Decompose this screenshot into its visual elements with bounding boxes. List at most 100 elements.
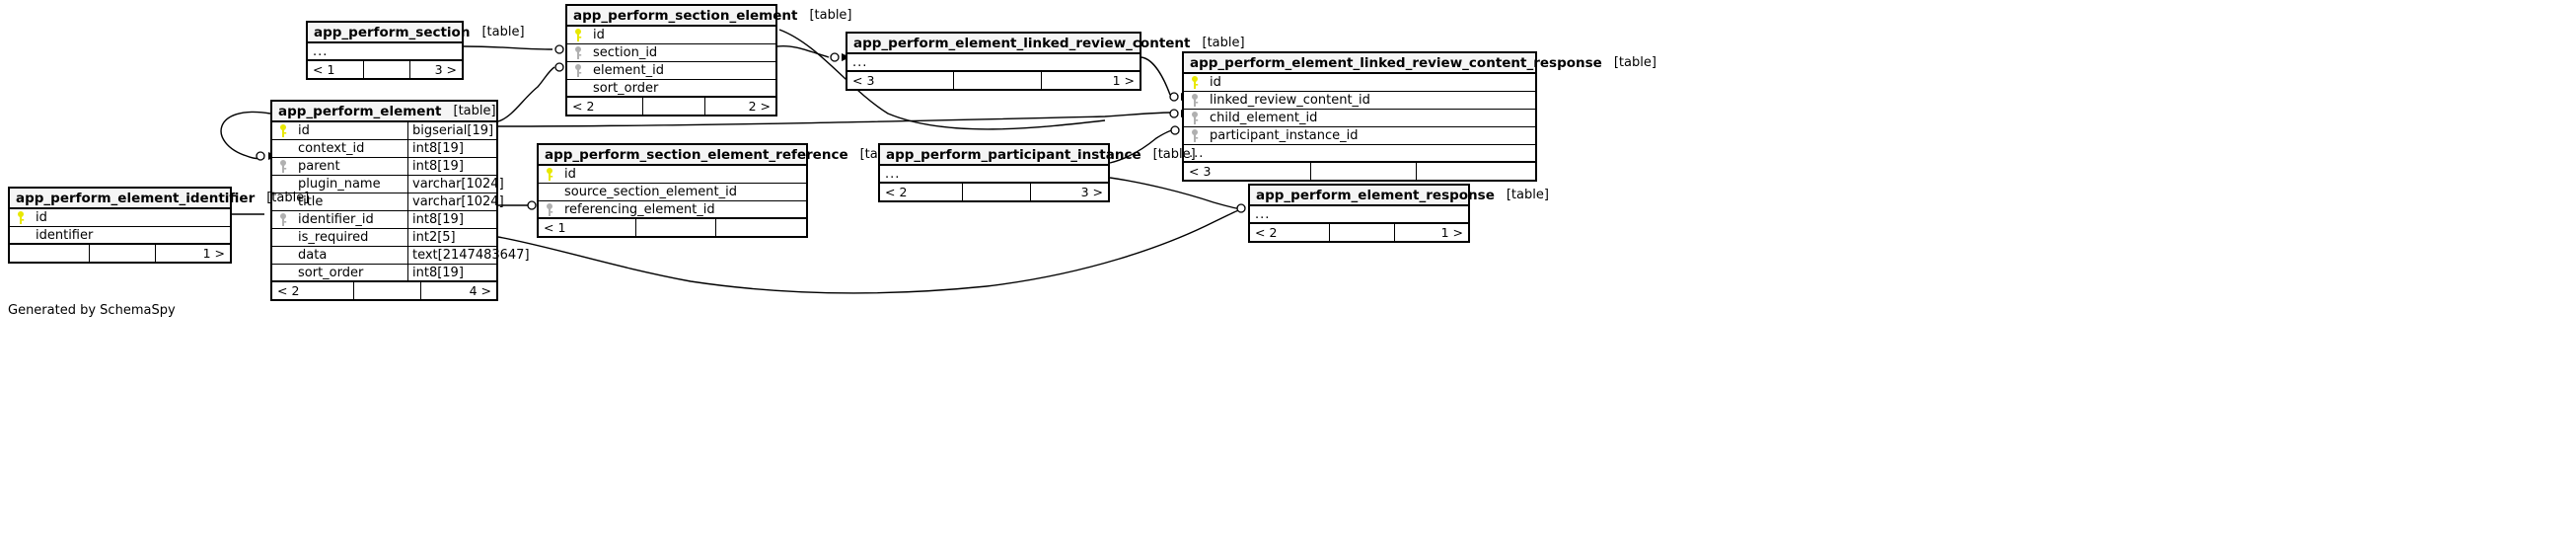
table-type-tag: [table] (1613, 55, 1656, 70)
primary-key-icon (10, 209, 32, 226)
table-name: app_perform_section (314, 24, 471, 40)
table-column-row: ... (1250, 206, 1468, 224)
footer-cell: < 2 (885, 185, 908, 199)
column-name: id (36, 210, 47, 225)
table-name: app_perform_element_linked_review_conten… (1190, 54, 1602, 71)
footer-cell: < 2 (1255, 225, 1278, 240)
column-name: participant_instance_id (1210, 128, 1359, 143)
column-name: element_id (593, 63, 664, 78)
table-app_perform_element_response[interactable]: app_perform_element_response[table]... < … (1248, 184, 1549, 243)
footer-cell: 3 > (409, 61, 462, 78)
footer-cell: 1 > (1041, 72, 1140, 89)
footer-cell (962, 184, 1030, 200)
table-column-row: identifier (10, 227, 230, 245)
table-app_perform_element_linked_review_content_response[interactable]: app_perform_element_linked_review_conten… (1182, 51, 1656, 182)
table-footer: < 3 1 > (847, 72, 1140, 89)
table-app_perform_section[interactable]: app_perform_section [table]... < 1 3 > (306, 21, 525, 80)
column-name: plugin_name (298, 177, 381, 192)
primary-key-icon (1184, 74, 1206, 91)
table-app_perform_section_element_reference[interactable]: app_perform_section_element_reference[ta… (537, 143, 903, 238)
table-footer: < 1 (539, 219, 806, 236)
table-app_perform_element_identifier[interactable]: app_perform_element_identifier[table]id i… (8, 187, 309, 264)
column-name: ... (1255, 206, 1271, 222)
column-name: referencing_element_id (564, 201, 715, 217)
column-type: varchar[1024] (407, 193, 504, 210)
no-key-spacer (272, 229, 294, 246)
table-column-row: ... (1184, 145, 1535, 163)
primary-key-icon (567, 27, 589, 43)
column-name: section_id (593, 45, 658, 60)
footer-cell (353, 282, 420, 299)
table-title: app_perform_element[table] (272, 102, 496, 122)
column-name: id (298, 123, 310, 138)
footer-cell: < 1 (544, 220, 566, 235)
table-footer: < 3 (1184, 163, 1535, 180)
foreign-key-icon (539, 201, 560, 217)
footer-cell (642, 98, 704, 115)
column-type: int8[19] (407, 140, 496, 157)
column-type: text[2147483647] (407, 247, 530, 264)
table-type-tag: [table] (481, 25, 525, 39)
column-name: id (593, 28, 605, 42)
table-column-row: id (1184, 74, 1535, 92)
table-name: app_perform_participant_instance (886, 146, 1141, 163)
footer-cell: 1 > (1394, 224, 1468, 241)
table-type-tag: [table] (1152, 147, 1196, 162)
table-app_perform_participant_instance[interactable]: app_perform_participant_instance [table].… (878, 143, 1196, 202)
table-column-row: element_id (567, 62, 775, 80)
no-key-spacer (272, 265, 294, 280)
column-type: int8[19] (407, 211, 496, 228)
column-name: title (298, 194, 324, 209)
column-name: linked_review_content_id (1210, 93, 1370, 108)
table-column-row: referencing_element_id (539, 201, 806, 219)
footer-cell: 4 > (420, 282, 496, 299)
footer-cell (1310, 163, 1416, 180)
column-name: ... (885, 166, 901, 182)
table-name: app_perform_section_element (573, 7, 798, 24)
footer-cell (715, 219, 806, 236)
table-title: app_perform_section_element_reference[ta… (539, 145, 903, 166)
table-title: app_perform_element_response[table] (1250, 186, 1549, 206)
footer-cell: < 3 (1189, 164, 1212, 179)
table-app_perform_element[interactable]: app_perform_element[table]id bigserial[19… (270, 100, 530, 301)
footer-cell (953, 72, 1041, 89)
table-type-tag: [table] (1202, 36, 1245, 50)
column-name: sort_order (593, 80, 659, 96)
table-app_perform_element_linked_review_content[interactable]: app_perform_element_linked_review_conten… (846, 32, 1245, 91)
footer-cell (10, 245, 89, 262)
footer-cell: < 3 (852, 73, 875, 88)
table-name: app_perform_element_linked_review_conten… (853, 35, 1191, 51)
footer-cell: 1 > (155, 245, 230, 262)
table-column-row: title varchar[1024] (272, 193, 504, 211)
table-footer: 1 > (10, 245, 230, 262)
table-column-row: id (539, 166, 806, 184)
table-title: app_perform_element_identifier[table] (10, 189, 309, 209)
column-type: bigserial[19] (407, 122, 496, 139)
footer-cell: < 1 (313, 62, 335, 77)
no-key-spacer (10, 227, 32, 243)
column-name: ... (313, 43, 329, 59)
column-name: id (564, 167, 576, 182)
footer-cell (1416, 163, 1535, 180)
table-title: app_perform_section_element[table] (567, 6, 852, 27)
column-name: is_required (298, 230, 369, 245)
table-name: app_perform_element_identifier (16, 190, 256, 206)
table-column-row: source_section_element_id (539, 184, 806, 201)
footer-cell (1329, 224, 1394, 241)
table-title: app_perform_section [table] (308, 23, 525, 43)
footer-cell (363, 61, 409, 78)
table-name: app_perform_section_element_reference (545, 146, 848, 163)
table-app_perform_section_element[interactable]: app_perform_section_element[table]id sect… (565, 4, 852, 116)
footer-cell (89, 245, 155, 262)
column-name: context_id (298, 141, 365, 156)
table-name: app_perform_element (278, 103, 442, 119)
table-column-row: section_id (567, 44, 775, 62)
foreign-key-icon (1184, 92, 1206, 109)
table-column-row: linked_review_content_id (1184, 92, 1535, 110)
